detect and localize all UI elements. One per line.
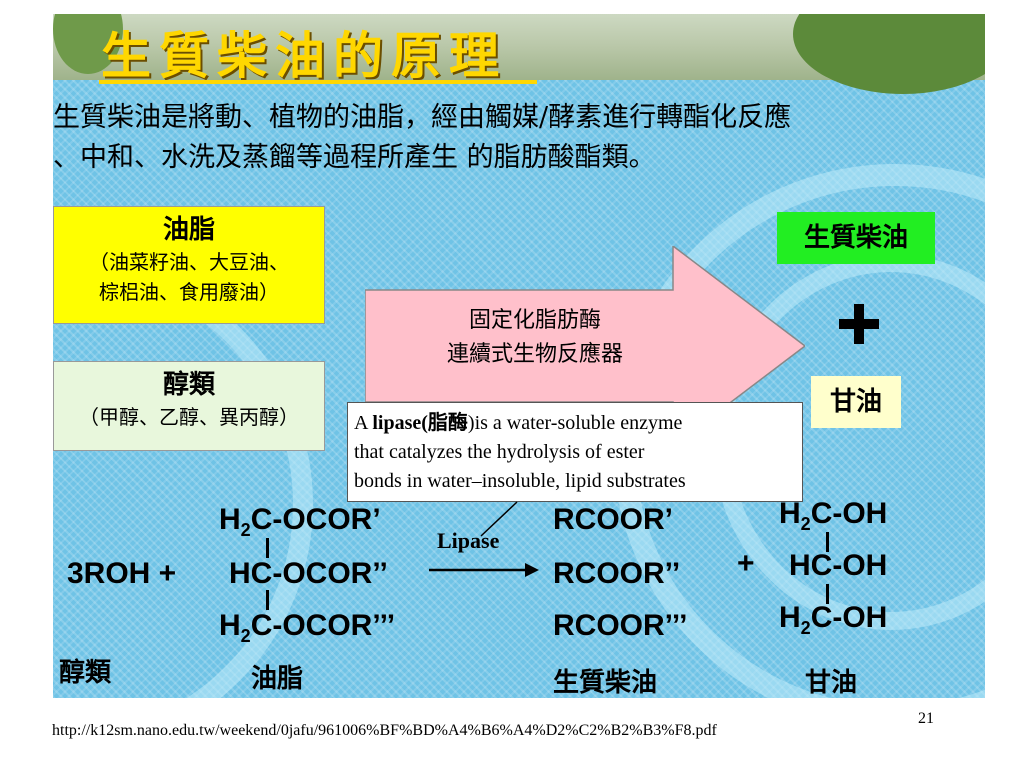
tree-decoration xyxy=(793,14,985,94)
callout-prefix: A xyxy=(354,412,373,434)
intro-text: 生質柴油是將動、植物的油脂，經由觸媒/酵素進行轉酯化反應 、中和、水洗及蒸餾等過… xyxy=(53,98,985,178)
oil-box-title: 油脂 xyxy=(162,215,215,245)
eq-ester-1: RCOOR’ xyxy=(553,503,673,536)
alcohol-box: 醇類 （甲醇、乙醇、異丙醇） xyxy=(53,361,325,451)
eq-glycerol-row-3: H2C-OH xyxy=(779,600,887,646)
gl-row1-post: C-OH xyxy=(810,497,888,530)
tg-bond-top xyxy=(266,538,269,558)
eq-triglyceride-row-3: H2C-OCOR’’’ xyxy=(219,608,395,654)
gl-bond-bottom xyxy=(826,584,829,604)
callout-line-2: that catalyzes the hydrolysis of ester xyxy=(354,441,645,463)
slide: 生質柴油的原理 生質柴油是將動、植物的油脂，經由觸媒/酵素進行轉酯化反應 、中和… xyxy=(53,14,985,698)
oil-box: 油脂 （油菜籽油、大豆油、 棕梠油、食用廢油） xyxy=(53,206,325,324)
caption-biodiesel: 生質柴油 xyxy=(553,668,658,698)
eq-plus: + xyxy=(737,547,755,580)
callout-term: lipase(脂酶 xyxy=(372,412,468,434)
tg-bond-bottom xyxy=(266,590,269,610)
gl-row1-pre: H xyxy=(779,497,801,530)
eq-glycerol-row-1: H2C-OH xyxy=(779,496,887,542)
gl-row3-sub: 2 xyxy=(800,618,811,638)
tg-row1-pre: H xyxy=(219,503,241,536)
gl-row3-post: C-OH xyxy=(810,601,888,634)
alcohol-box-title: 醇類 xyxy=(162,370,215,400)
eq-ester-2: RCOOR’’ xyxy=(553,557,681,590)
callout-pointer-icon xyxy=(480,501,518,537)
lipase-label: Lipase xyxy=(437,528,500,553)
lipase-callout: A lipase(脂酶)is a water-soluble enzyme th… xyxy=(347,402,803,502)
callout-line-3: bonds in water–insoluble, lipid substrat… xyxy=(354,470,686,492)
gl-row3-pre: H xyxy=(779,601,801,634)
biodiesel-box: 生質柴油 xyxy=(777,212,935,264)
callout-line-1: A lipase(脂酶)is a water-soluble enzyme xyxy=(354,409,796,438)
plus-icon xyxy=(839,304,879,344)
process-arrow-line-2: 連續式生物反應器 xyxy=(446,342,623,367)
reaction-arrow-icon xyxy=(429,563,539,577)
process-arrow-text: 固定化脂肪酶 連續式生物反應器 xyxy=(405,304,665,372)
tg-row3-post: C-OCOR’’’ xyxy=(250,609,396,642)
tg-row1-sub: 2 xyxy=(240,520,251,540)
page-number: 21 xyxy=(918,710,934,727)
oil-box-line-1: （油菜籽油、大豆油、 xyxy=(89,250,289,274)
process-arrow-line-1: 固定化脂肪酶 xyxy=(468,308,601,333)
page-title: 生質柴油的原理 xyxy=(101,26,507,85)
caption-oil: 油脂 xyxy=(251,664,304,694)
tg-row1-post: C-OCOR’ xyxy=(250,503,381,536)
footer-url: http://k12sm.nano.edu.tw/weekend/0jafu/9… xyxy=(52,722,717,739)
eq-triglyceride-row-1: H2C-OCOR’ xyxy=(219,502,381,548)
alcohol-box-line-1: （甲醇、乙醇、異丙醇） xyxy=(79,405,299,429)
eq-ester-3: RCOOR’’’ xyxy=(553,609,688,642)
title-underline xyxy=(99,80,537,84)
gl-bond-top xyxy=(826,532,829,552)
intro-line-1: 生質柴油是將動、植物的油脂，經由觸媒/酵素進行轉酯化反應 xyxy=(53,102,792,133)
intro-line-2: 、中和、水洗及蒸餾等過程所產生 的脂肪酸酯類。 xyxy=(53,142,656,173)
callout-rest: )is a water-soluble enzyme xyxy=(467,412,683,434)
eq-reactant-alcohol: 3ROH + xyxy=(67,557,177,590)
caption-glycerol: 甘油 xyxy=(805,668,858,698)
eq-glycerol-row-2: HC-OH xyxy=(789,549,888,582)
eq-triglyceride-row-2: HC-OCOR’’ xyxy=(229,557,388,590)
gl-row1-sub: 2 xyxy=(800,514,811,534)
oil-box-line-2: 棕梠油、食用廢油） xyxy=(99,280,279,304)
tg-row3-pre: H xyxy=(219,609,241,642)
glycerol-box: 甘油 xyxy=(811,376,901,428)
caption-alcohol: 醇類 xyxy=(59,658,112,688)
tg-row3-sub: 2 xyxy=(240,626,251,646)
